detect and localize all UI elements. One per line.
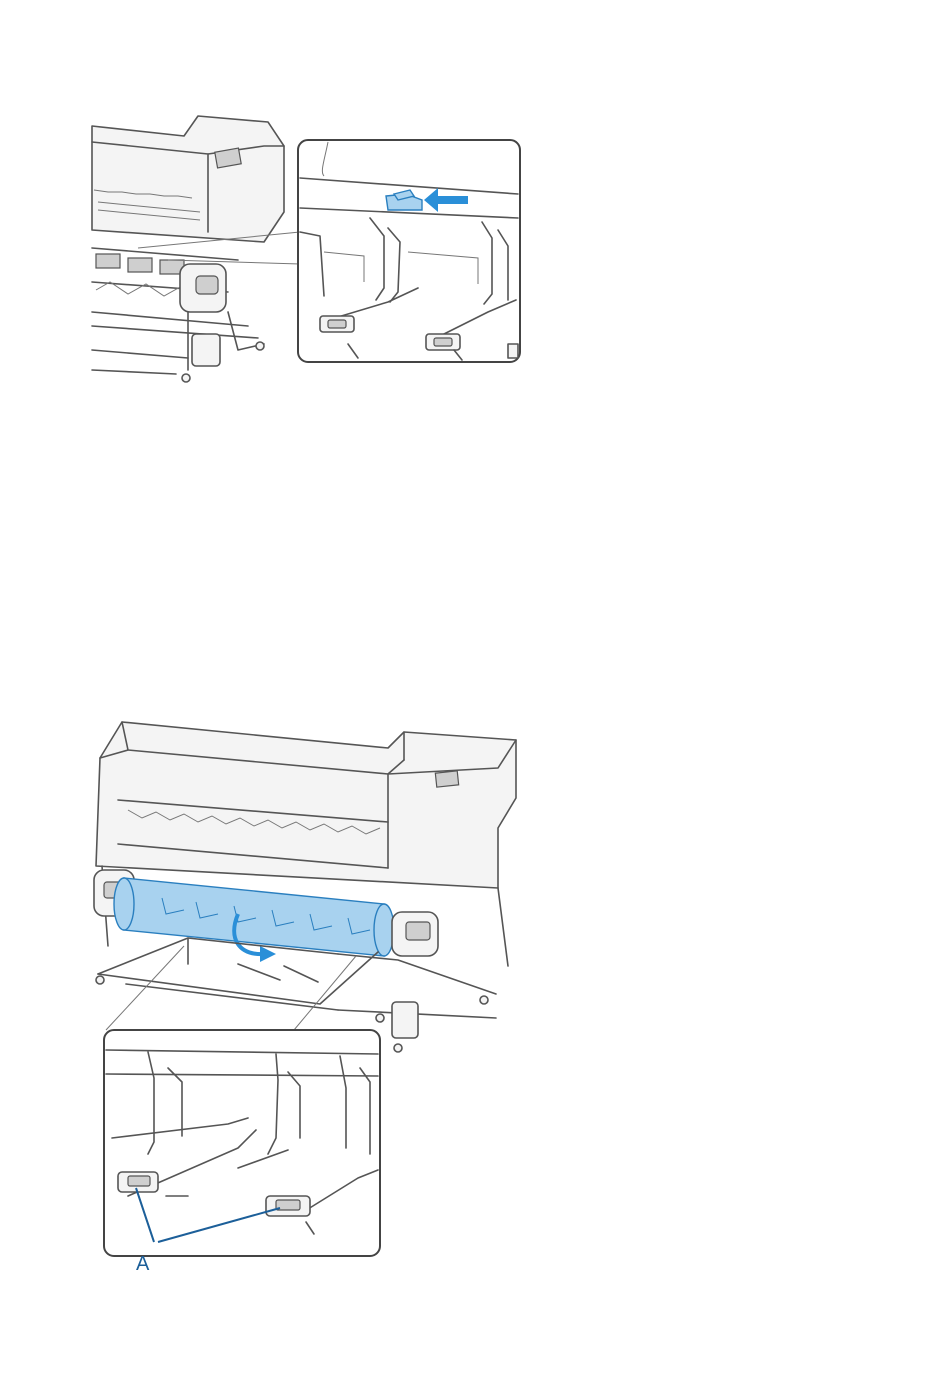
- figure-1-illustration: [88, 112, 524, 384]
- printer-icon: [88, 112, 524, 384]
- printer-icon: A: [88, 718, 524, 1278]
- figure-2-illustration: A: [88, 718, 524, 1278]
- callout-label-a: A: [136, 1253, 150, 1275]
